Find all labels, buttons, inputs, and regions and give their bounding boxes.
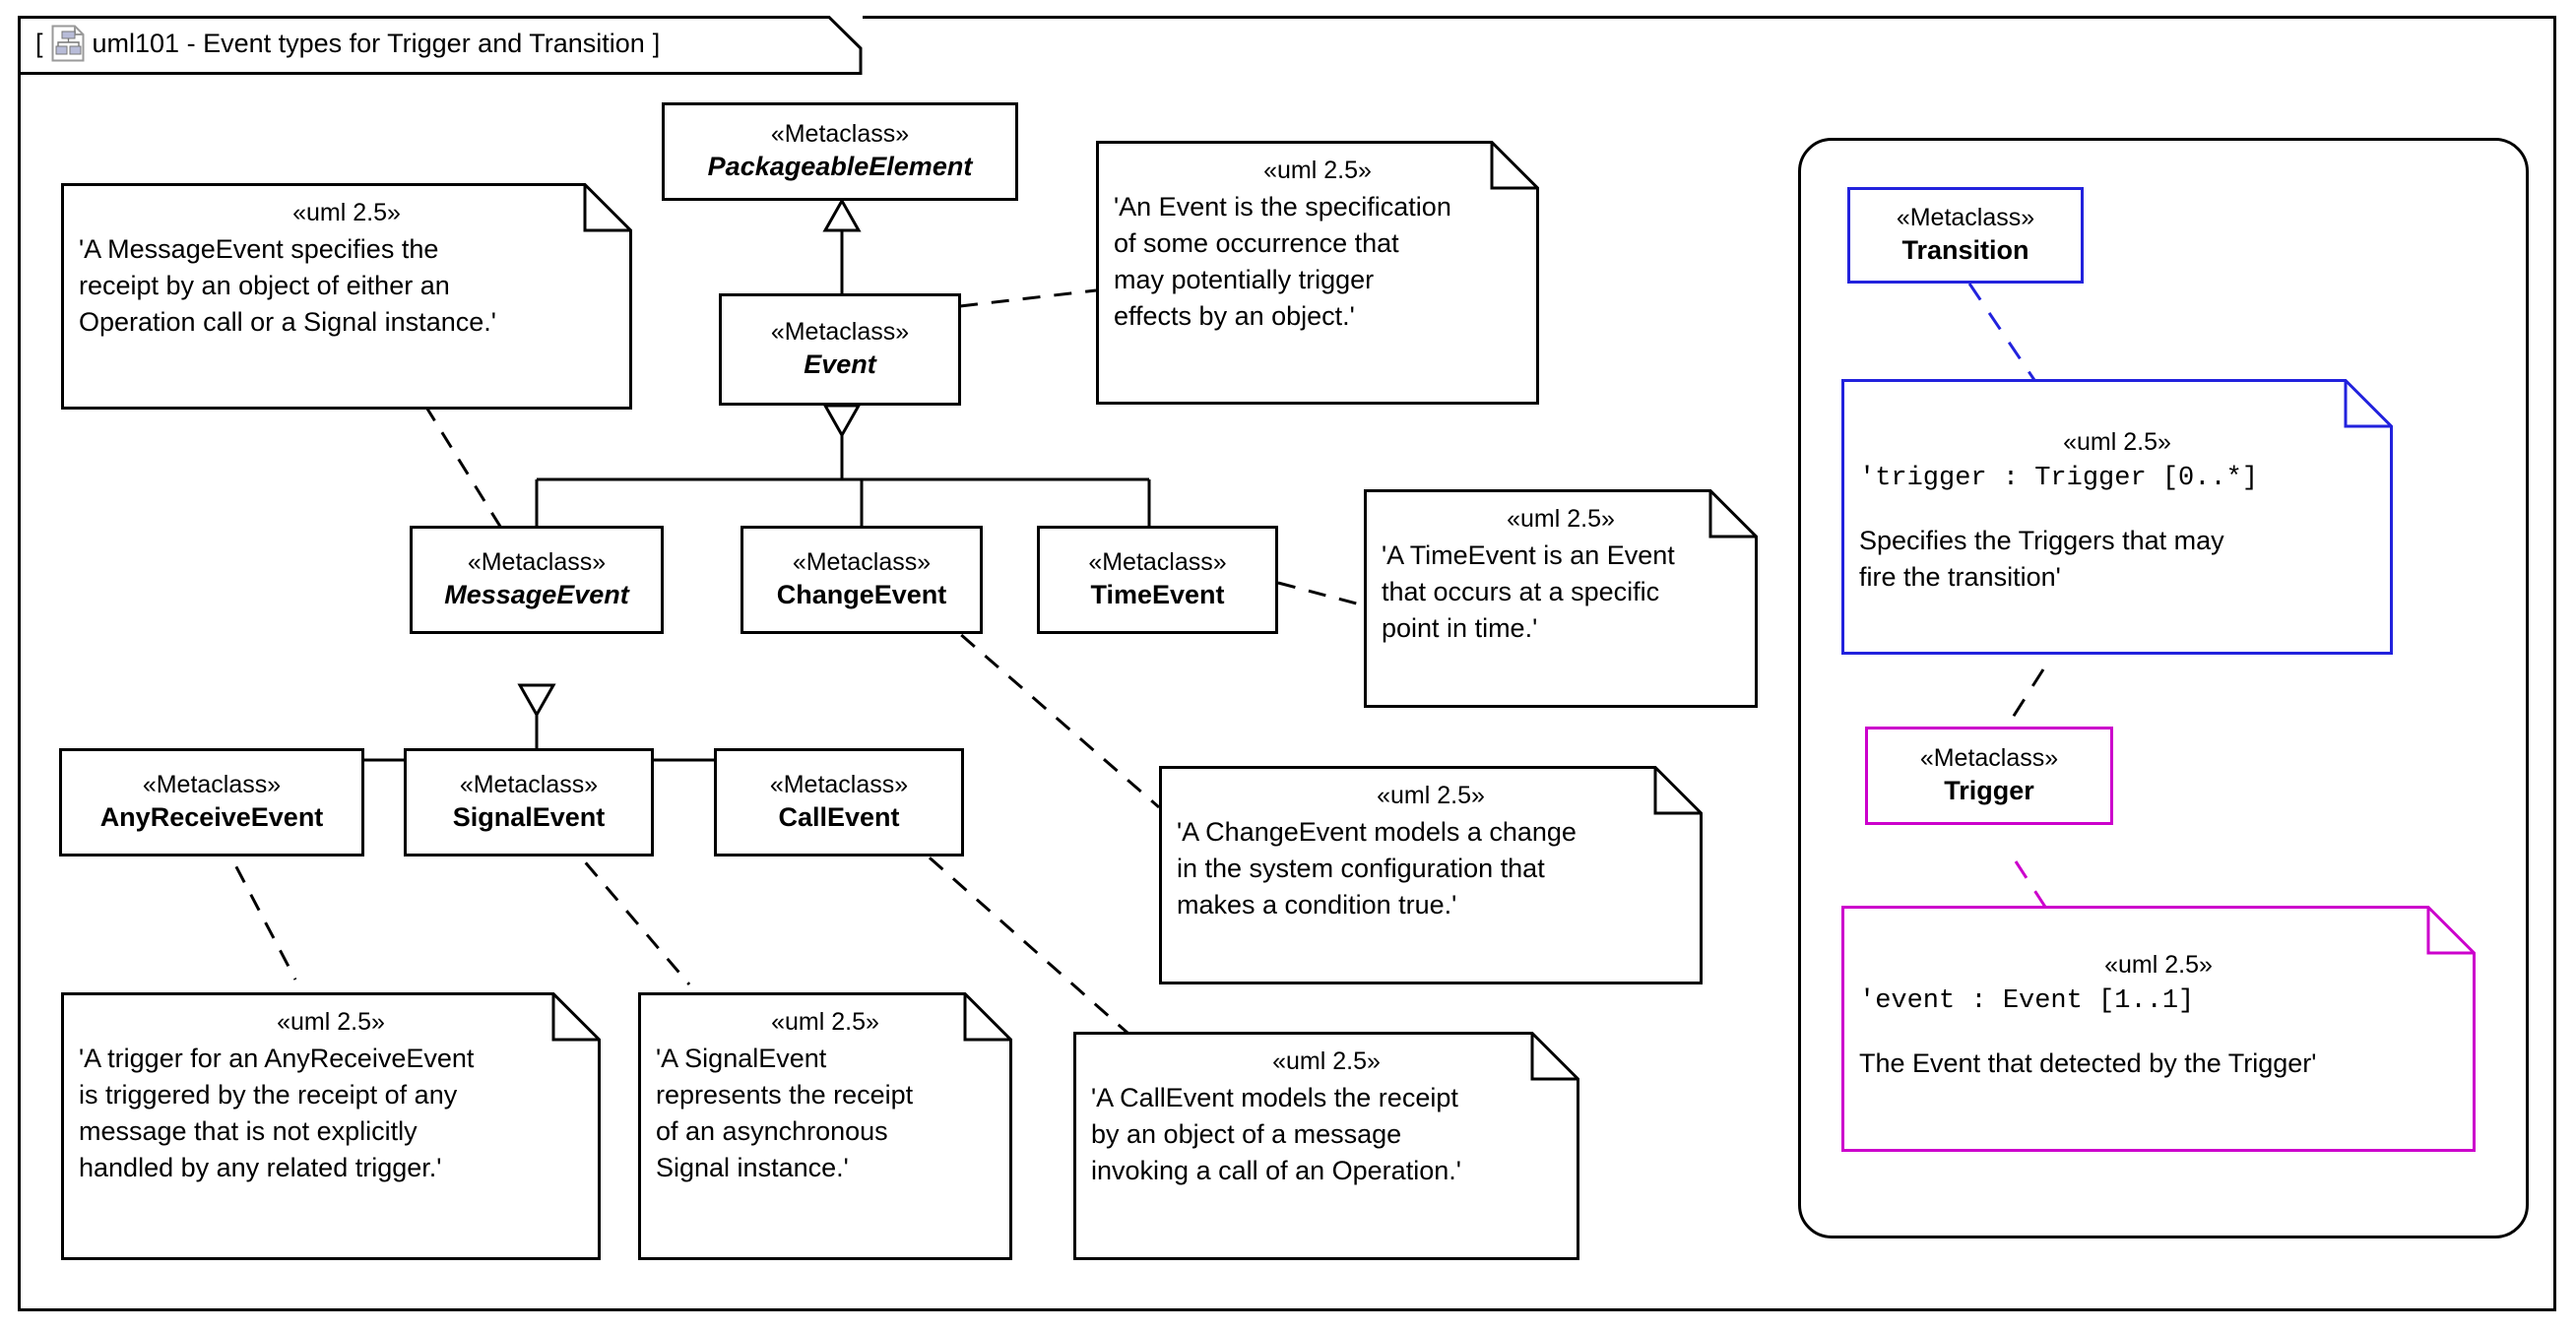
class-packageableelement[interactable]: «Metaclass» PackageableElement: [662, 102, 1018, 201]
class-changeevent[interactable]: «Metaclass» ChangeEvent: [741, 526, 983, 634]
note-trigger: «uml 2.5» 'event : Event [1..1] The Even…: [1841, 906, 2476, 1152]
note-text: 'An Event is the specification of some o…: [1114, 191, 1451, 332]
note-stereotype: «uml 2.5»: [2063, 428, 2171, 456]
class-anyreceiveevent[interactable]: «Metaclass» AnyReceiveEvent: [59, 748, 364, 856]
class-name: MessageEvent: [444, 580, 629, 610]
class-stereotype: «Metaclass»: [792, 547, 932, 576]
class-name: Event: [804, 349, 876, 380]
note-stereotype: «uml 2.5»: [1263, 157, 1372, 184]
note-messageevent: «uml 2.5» 'A MessageEvent specifies the …: [61, 183, 632, 410]
note-changeevent: «uml 2.5» 'A ChangeEvent models a change…: [1159, 766, 1703, 984]
note-text: 'A MessageEvent specifies the receipt by…: [79, 233, 496, 338]
note-anyreceiveevent: «uml 2.5» 'A trigger for an AnyReceiveEv…: [61, 992, 601, 1260]
class-name: TimeEvent: [1090, 580, 1225, 610]
class-messageevent[interactable]: «Metaclass» MessageEvent: [410, 526, 664, 634]
note-text: Specifies the Triggers that may fire the…: [1859, 525, 2224, 592]
class-name: Trigger: [1944, 776, 2034, 806]
note-text: The Event that detected by the Trigger': [1859, 1047, 2317, 1078]
class-name: CallEvent: [778, 802, 900, 833]
class-stereotype: «Metaclass»: [769, 770, 909, 798]
note-signalevent: «uml 2.5» 'A SignalEvent represents the …: [638, 992, 1012, 1260]
class-stereotype: «Metaclass»: [770, 119, 910, 148]
class-name: SignalEvent: [452, 802, 606, 833]
class-stereotype: «Metaclass»: [770, 317, 910, 346]
class-name: ChangeEvent: [776, 580, 947, 610]
class-timeevent[interactable]: «Metaclass» TimeEvent: [1037, 526, 1278, 634]
class-stereotype: «Metaclass»: [459, 770, 599, 798]
note-event: «uml 2.5» 'An Event is the specification…: [1096, 141, 1539, 405]
class-callevent[interactable]: «Metaclass» CallEvent: [714, 748, 964, 856]
note-signature: 'event : Event [1..1]: [1859, 985, 2195, 1016]
note-text: 'A TimeEvent is an Event that occurs at …: [1382, 539, 1675, 644]
note-transition: «uml 2.5» 'trigger : Trigger [0..*] Spec…: [1841, 379, 2393, 655]
note-stereotype: «uml 2.5»: [2104, 951, 2213, 979]
note-text: 'A ChangeEvent models a change in the sy…: [1177, 816, 1577, 920]
note-text: 'A SignalEvent represents the receipt of…: [656, 1043, 914, 1183]
note-signature: 'trigger : Trigger [0..*]: [1859, 463, 2259, 493]
class-event[interactable]: «Metaclass» Event: [719, 293, 961, 406]
note-stereotype: «uml 2.5»: [771, 1008, 879, 1036]
note-text: 'A trigger for an AnyReceiveEvent is tri…: [79, 1043, 475, 1183]
class-stereotype: «Metaclass»: [467, 547, 607, 576]
class-trigger[interactable]: «Metaclass» Trigger: [1865, 727, 2113, 825]
diagram-frame-tab: [18, 16, 863, 75]
class-stereotype: «Metaclass»: [1896, 203, 2035, 231]
frame-bracket-close: ]: [652, 28, 661, 58]
class-signalevent[interactable]: «Metaclass» SignalEvent: [404, 748, 654, 856]
class-name: Transition: [1901, 235, 2029, 266]
note-stereotype: «uml 2.5»: [292, 199, 401, 226]
frame-bracket-open: [: [35, 28, 43, 58]
class-stereotype: «Metaclass»: [142, 770, 282, 798]
class-stereotype: «Metaclass»: [1919, 743, 2059, 772]
class-diagram-icon: [51, 25, 85, 62]
class-name: AnyReceiveEvent: [99, 802, 324, 833]
note-callevent: «uml 2.5» 'A CallEvent models the receip…: [1073, 1032, 1579, 1260]
note-stereotype: «uml 2.5»: [1272, 1047, 1381, 1075]
page-title: uml101 - Event types for Trigger and Tra…: [92, 28, 645, 58]
note-timeevent: «uml 2.5» 'A TimeEvent is an Event that …: [1364, 489, 1758, 708]
note-text: 'A CallEvent models the receipt by an ob…: [1091, 1082, 1461, 1186]
note-stereotype: «uml 2.5»: [1507, 505, 1615, 533]
class-transition[interactable]: «Metaclass» Transition: [1847, 187, 2084, 284]
note-stereotype: «uml 2.5»: [277, 1008, 385, 1036]
class-name: PackageableElement: [707, 152, 973, 182]
class-stereotype: «Metaclass»: [1088, 547, 1227, 576]
note-stereotype: «uml 2.5»: [1377, 782, 1485, 809]
